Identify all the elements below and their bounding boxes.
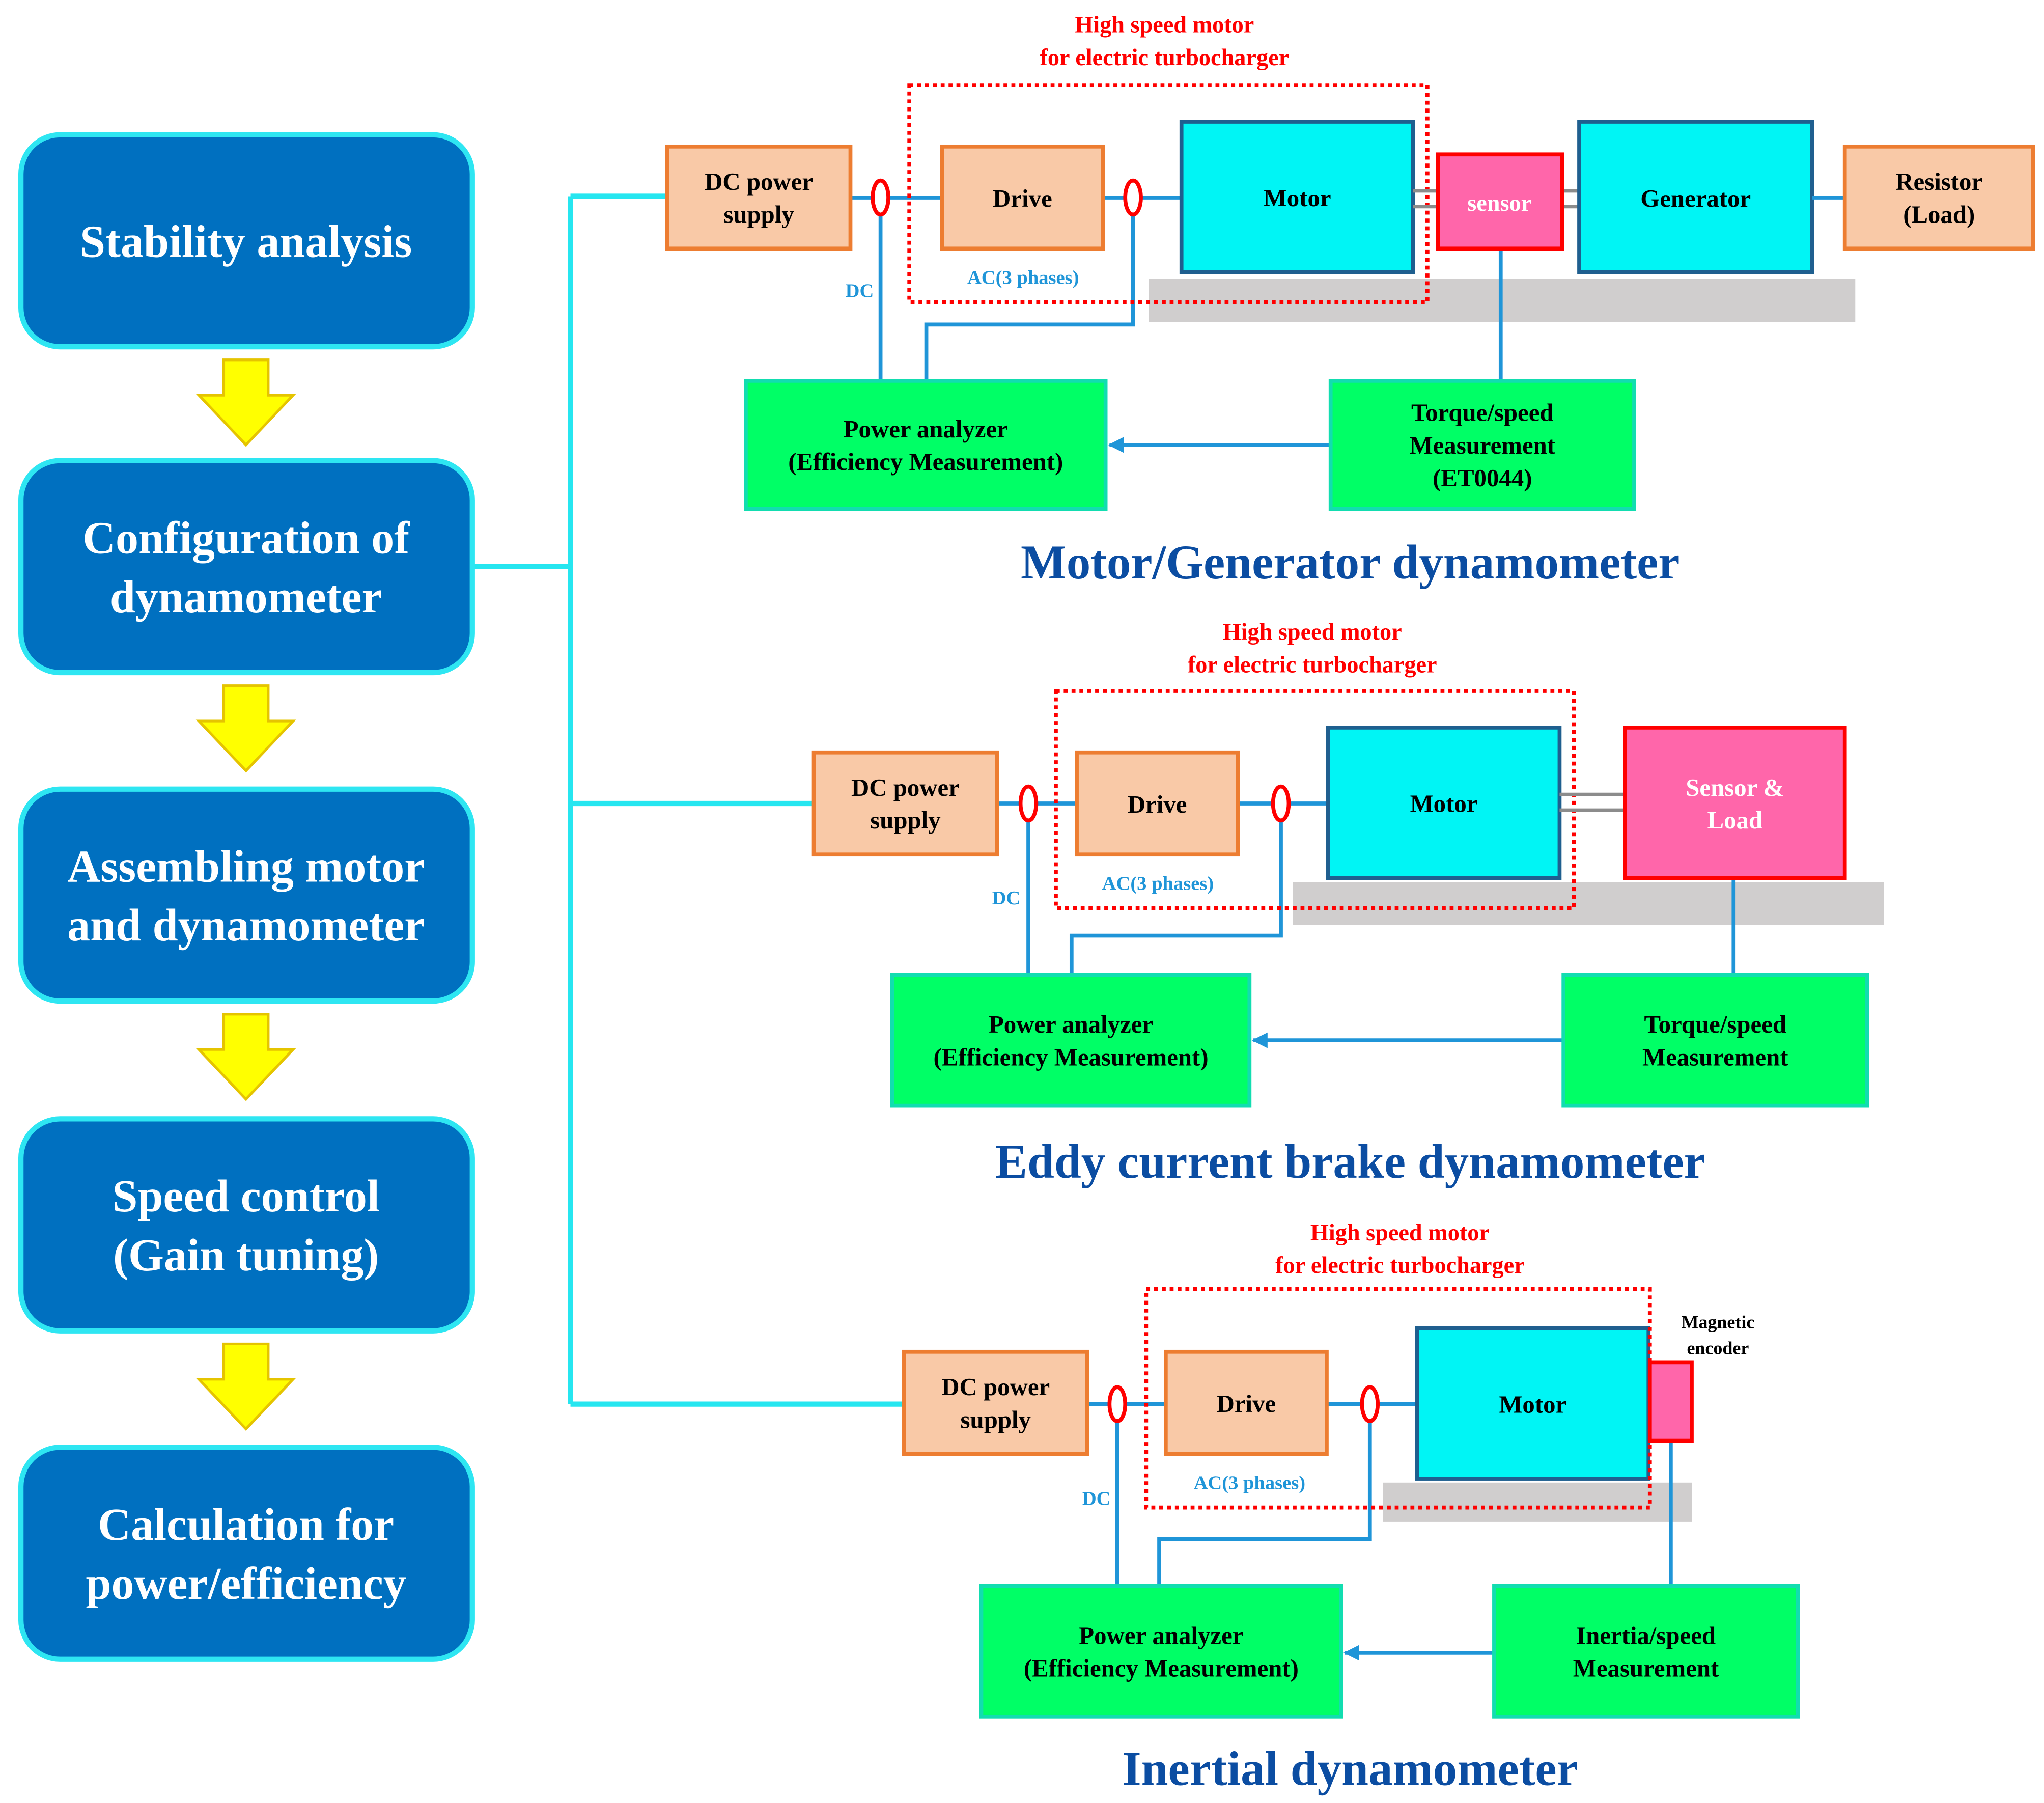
- dc-label: DC: [1082, 1488, 1111, 1510]
- dc-label: DC: [846, 280, 874, 301]
- power-analyzer-box: [890, 973, 1252, 1108]
- motor-group-outline: [907, 83, 1430, 304]
- dc-power-supply: [665, 144, 853, 251]
- shaft-base: [1383, 1482, 1692, 1522]
- dynamometer-title: Motor/Generator dynamometer: [1021, 535, 1680, 589]
- ac-label: AC(3 phases): [967, 267, 1079, 289]
- power-analyzer-box: [744, 379, 1108, 511]
- current-probe-icon: [1360, 1385, 1380, 1423]
- shaft-base: [1293, 882, 1884, 925]
- flow-step-1: Stability analysis: [18, 132, 475, 350]
- flow-step-label: Stability analysis: [80, 216, 412, 267]
- measurement-box: [1328, 379, 1636, 511]
- ac-measure-wire: [924, 198, 1135, 381]
- flow-step-box: [18, 1116, 475, 1334]
- resistor-load-label: Resistor(Load): [1895, 168, 1982, 228]
- drive-label: Drive: [993, 184, 1052, 212]
- flow-step-box: [18, 1445, 475, 1662]
- flow-step-4: Speed control(Gain tuning): [18, 1116, 475, 1334]
- motor-box: [1415, 1326, 1651, 1481]
- sensor-load-label: Sensor &Load: [1686, 773, 1784, 834]
- current-probe-icon: [1107, 1385, 1128, 1423]
- power-analyzer-label: Power analyzer(Efficiency Measurement): [1024, 1621, 1299, 1682]
- current-probe-icon: [871, 178, 890, 217]
- power-analyzer-box: [979, 1584, 1343, 1719]
- measurement-box: [1561, 973, 1869, 1108]
- sensor-load-box: [1623, 726, 1847, 880]
- dynamometer-title: Inertial dynamometer: [1123, 1741, 1578, 1795]
- motor-label: Motor: [1264, 184, 1331, 212]
- drive-label: Drive: [1128, 790, 1187, 818]
- down-arrow-icon: [195, 1013, 296, 1101]
- drive-box: [1075, 750, 1240, 857]
- power-analyzer-label: Power analyzer(Efficiency Measurement): [788, 415, 1063, 476]
- flow-step-box: [18, 786, 475, 1004]
- ac-measure-wire: [1069, 803, 1283, 975]
- dc-power-supply: [902, 1349, 1089, 1456]
- motor-group-outline: [1054, 689, 1576, 910]
- flow-step-box: [18, 132, 475, 350]
- motor-box: [1326, 726, 1562, 880]
- flow-step-box: [18, 458, 475, 676]
- generator-box: [1577, 120, 1814, 274]
- drive-label: Drive: [1217, 1390, 1276, 1418]
- dynamometer-title: Eddy current brake dynamometer: [995, 1134, 1705, 1188]
- drive-box: [1164, 1349, 1329, 1456]
- dc-power-supply: [811, 750, 999, 857]
- ac-label: AC(3 phases): [1102, 873, 1214, 895]
- motor-label: Motor: [1410, 790, 1478, 818]
- down-arrow-icon: [195, 358, 296, 447]
- down-arrow-icon: [195, 684, 296, 773]
- current-probe-icon: [1271, 784, 1291, 823]
- current-probe-icon: [1123, 178, 1143, 217]
- generator-label: Generator: [1640, 184, 1751, 212]
- dc-label: DC: [992, 887, 1020, 909]
- measurement-box: [1492, 1584, 1800, 1719]
- power-analyzer-label: Power analyzer(Efficiency Measurement): [933, 1010, 1208, 1071]
- flow-step-label: Speed control(Gain tuning): [112, 1171, 379, 1281]
- magnetic-encoder: [1647, 1360, 1694, 1443]
- torque-sensor: [1436, 152, 1564, 251]
- down-arrow-icon: [195, 1342, 296, 1431]
- sensor-label: sensor: [1467, 190, 1531, 216]
- current-probe-icon: [1018, 784, 1039, 823]
- drive-box: [940, 144, 1105, 251]
- motor-label: Motor: [1499, 1390, 1566, 1418]
- ac-measure-wire: [1157, 1404, 1372, 1586]
- resistor-load-box: [1842, 144, 2035, 251]
- ac-label: AC(3 phases): [1194, 1473, 1306, 1494]
- connection-bus: [472, 193, 904, 1407]
- motor-box: [1179, 120, 1415, 274]
